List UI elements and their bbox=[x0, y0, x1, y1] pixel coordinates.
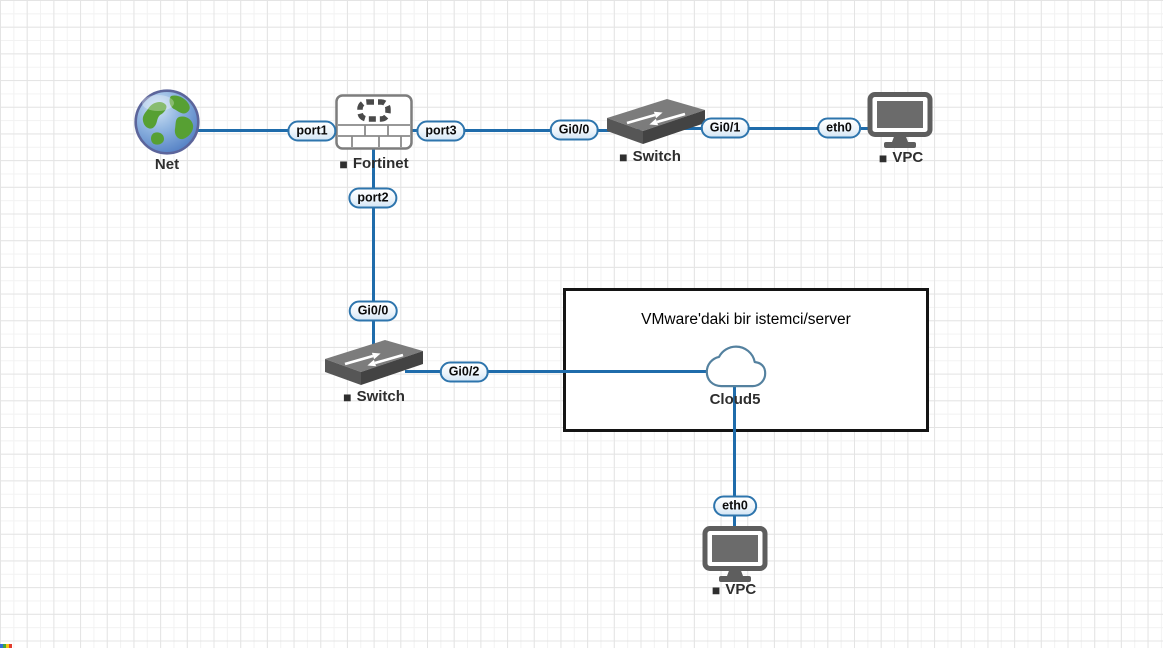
node-label-text: VPC bbox=[892, 149, 924, 166]
node-label-switch-left[interactable]: ■ Switch bbox=[343, 388, 405, 405]
port-label-eth0-top[interactable]: eth0 bbox=[817, 117, 861, 139]
status-square-icon: ■ bbox=[339, 155, 348, 172]
port-label-port1[interactable]: port1 bbox=[287, 120, 337, 142]
ethernet-switch-icon[interactable] bbox=[323, 338, 423, 386]
link-switch-top-vpc-top[interactable] bbox=[660, 127, 875, 130]
monitor-icon[interactable] bbox=[867, 92, 933, 150]
annotation-text: VMware'daki bir istemci/server bbox=[641, 311, 851, 328]
node-label-text: Switch bbox=[632, 148, 681, 165]
status-square-icon: ■ bbox=[878, 149, 888, 166]
cloud-icon[interactable] bbox=[697, 341, 775, 393]
link-net-fortinet[interactable] bbox=[196, 129, 342, 132]
link-fortinet-switch-left[interactable] bbox=[372, 148, 375, 360]
port-label-gi0-1[interactable]: Gi0/1 bbox=[700, 117, 750, 139]
node-label-text: Fortinet bbox=[352, 155, 409, 172]
globe-icon[interactable] bbox=[133, 88, 201, 156]
node-label-vpc-bottom[interactable]: ■ VPC bbox=[712, 581, 756, 598]
annotation-box[interactable]: VMware'daki bir istemci/server bbox=[563, 288, 929, 432]
port-label-eth0-bottom[interactable]: eth0 bbox=[713, 495, 757, 517]
status-square-icon: ■ bbox=[619, 148, 628, 165]
status-square-icon: ■ bbox=[343, 388, 352, 405]
node-label-net[interactable]: Net bbox=[155, 156, 179, 173]
port-label-gi0-0-left[interactable]: Gi0/0 bbox=[348, 300, 398, 322]
monitor-icon[interactable] bbox=[702, 526, 768, 584]
port-label-port2[interactable]: port2 bbox=[348, 187, 398, 209]
port-label-gi0-0-top[interactable]: Gi0/0 bbox=[549, 119, 599, 141]
status-square-icon: ■ bbox=[711, 581, 721, 598]
node-label-vpc-top[interactable]: ■ VPC bbox=[879, 149, 923, 166]
firewall-icon[interactable] bbox=[335, 94, 413, 150]
node-label-cloud[interactable]: Cloud5 bbox=[710, 391, 761, 408]
link-cloud-vpc-bottom[interactable] bbox=[733, 385, 736, 545]
node-label-text: Net bbox=[154, 156, 180, 173]
node-label-text: VPC bbox=[725, 581, 757, 598]
link-switch-left-cloud[interactable] bbox=[405, 370, 735, 373]
port-label-gi0-2[interactable]: Gi0/2 bbox=[439, 361, 489, 383]
corner-app-icon-sliver bbox=[0, 644, 12, 648]
node-label-text: Cloud5 bbox=[709, 391, 761, 408]
ethernet-switch-icon[interactable] bbox=[605, 97, 705, 145]
node-label-switch-top[interactable]: ■ Switch bbox=[619, 148, 681, 165]
link-fortinet-switch-top[interactable] bbox=[410, 129, 640, 132]
port-label-port3[interactable]: port3 bbox=[416, 120, 466, 142]
node-label-fortinet[interactable]: ■ Fortinet bbox=[339, 155, 408, 172]
node-label-text: Switch bbox=[356, 388, 405, 405]
